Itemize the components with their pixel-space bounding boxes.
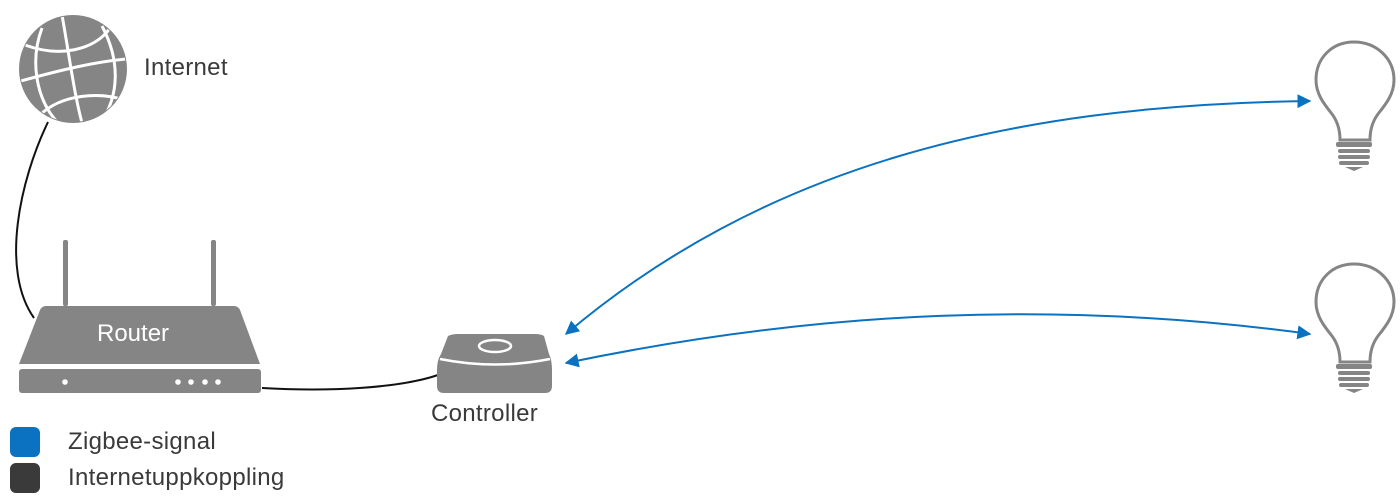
zigbee-link-bulb-1 (564, 94, 1312, 335)
internet-swatch (10, 463, 40, 493)
internet-wire-router-controller (261, 374, 439, 391)
controller-label: Controller (431, 400, 539, 427)
internet-label: Internet (144, 54, 228, 81)
legend-item-internet: Internetuppkoppling (10, 460, 285, 496)
controller-icon (437, 334, 552, 393)
internet-wire-globe-router (15, 121, 49, 319)
zigbee-swatch (10, 427, 40, 457)
legend: Zigbee-signal Internetuppkoppling (10, 424, 285, 496)
router-icon (19, 240, 261, 393)
light-bulb-icon (1314, 262, 1396, 393)
legend-label: Zigbee-signal (68, 428, 216, 455)
legend-label: Internetuppkoppling (68, 464, 285, 491)
globe-icon (19, 15, 127, 123)
router-label: Router (97, 320, 170, 347)
zigbee-link-bulb-2 (564, 313, 1312, 368)
light-bulb-icon (1314, 40, 1396, 171)
legend-item-zigbee: Zigbee-signal (10, 424, 285, 460)
